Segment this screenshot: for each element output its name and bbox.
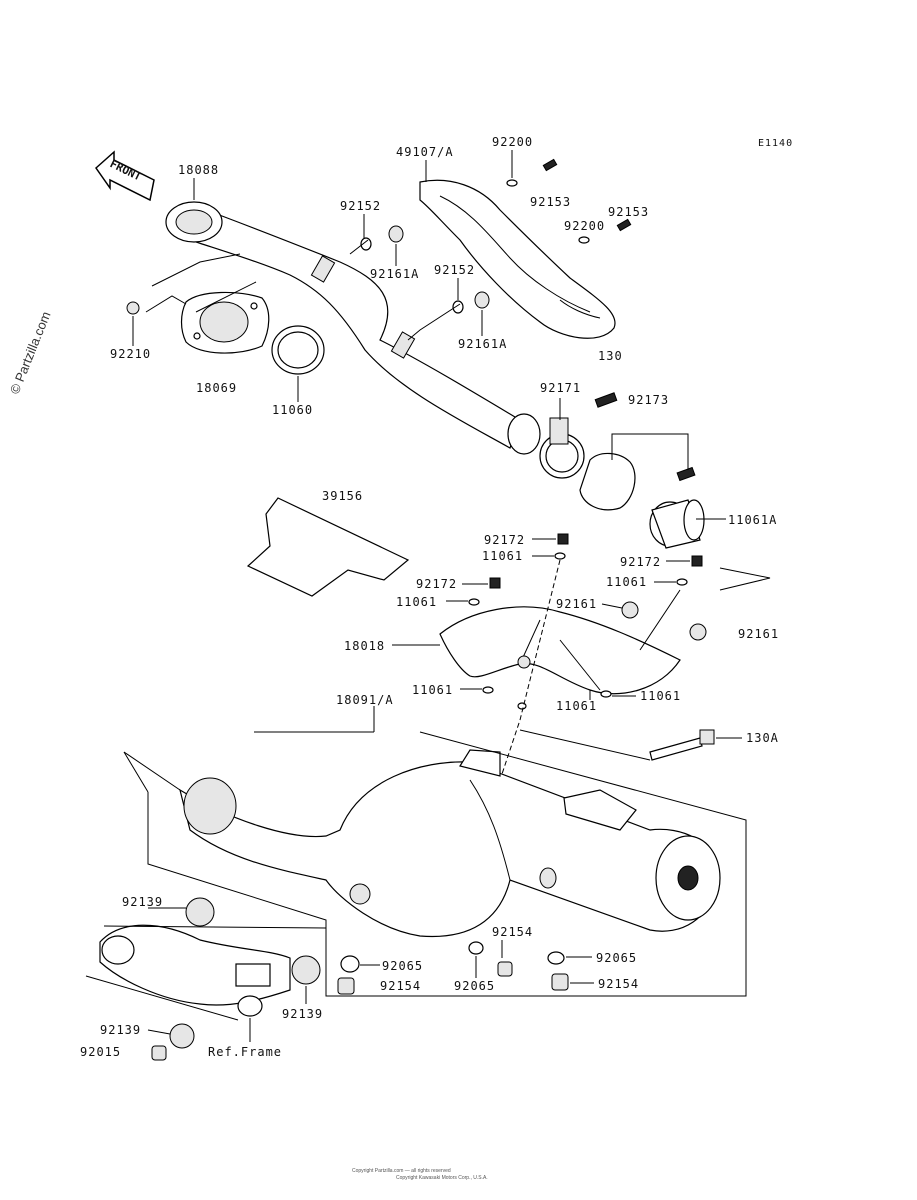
nuts-92154 — [337, 961, 569, 995]
label-92154-c: 92154 — [598, 977, 639, 991]
label-92152-b: 92152 — [434, 263, 475, 277]
label-92171: 92171 — [540, 381, 581, 395]
label-92065-b: 92065 — [454, 979, 495, 993]
bolt-92153-a — [506, 158, 558, 187]
bolt-92153-b — [578, 218, 632, 244]
label-92065-a: 92065 — [382, 959, 423, 973]
front-arrow-icon: FRONT — [95, 150, 155, 202]
label-92200-a: 92200 — [492, 135, 533, 149]
label-92161-y: 92161 — [738, 627, 779, 641]
label-92172-c: 92172 — [416, 577, 457, 591]
label-92139-c: 92139 — [100, 1023, 141, 1037]
heat-cover-130 — [419, 179, 616, 339]
label-18091a: 18091/A — [336, 693, 394, 707]
gasket-11060 — [271, 325, 325, 375]
bolt-92173 — [594, 392, 618, 408]
label-11060: 11060 — [272, 403, 313, 417]
label-11061-c: 11061 — [396, 595, 437, 609]
label-92172-a: 92172 — [484, 533, 525, 547]
label-18088: 18088 — [178, 163, 219, 177]
label-92161a-1: 92161A — [370, 267, 419, 281]
bolt-130a — [649, 729, 715, 761]
diagram-code: E1140 — [758, 138, 793, 149]
label-18069: 18069 — [196, 381, 237, 395]
label-130: 130 — [598, 349, 623, 363]
clamp-92171 — [539, 417, 585, 479]
label-11061-b: 11061 — [606, 575, 647, 589]
label-92153-b: 92153 — [608, 205, 649, 219]
footer-line-2: Copyright Kawasaki Motors Corp., U.S.A. — [396, 1175, 488, 1181]
label-39156: 39156 — [322, 489, 363, 503]
watermark: © Partzilla.com — [7, 309, 54, 396]
label-92161-x: 92161 — [556, 597, 597, 611]
collar-92152-a — [360, 225, 404, 251]
label-92161a-2: 92161A — [458, 337, 507, 351]
gasket-11061a — [649, 499, 705, 549]
heat-shield-18018 — [439, 601, 707, 695]
label-11061a: 11061A — [728, 513, 777, 527]
label-92172-b: 92172 — [620, 555, 661, 569]
label-11061-e: 11061 — [640, 689, 681, 703]
label-ref-frame: Ref.Frame — [208, 1045, 282, 1059]
label-92065-c: 92065 — [596, 951, 637, 965]
nut-92210 — [126, 301, 140, 315]
frame-bracket — [99, 924, 291, 1017]
label-92015: 92015 — [80, 1045, 121, 1059]
collar-92152-b — [452, 291, 490, 314]
grommets-92065 — [340, 941, 565, 973]
label-92152-a: 92152 — [340, 199, 381, 213]
label-11061-a: 11061 — [482, 549, 523, 563]
label-92154-a: 92154 — [380, 979, 421, 993]
muffler-18091a — [179, 749, 721, 938]
label-11061-f: 11061 — [556, 699, 597, 713]
label-92139-a: 92139 — [122, 895, 163, 909]
label-92139-b: 92139 — [282, 1007, 323, 1021]
label-92154-b: 92154 — [492, 925, 533, 939]
label-92173: 92173 — [628, 393, 669, 407]
label-49107a: 49107/A — [396, 145, 454, 159]
label-92200-b: 92200 — [564, 219, 605, 233]
nut-92015 — [151, 1045, 167, 1061]
leader-lines — [132, 150, 742, 1042]
dampers-92139 — [169, 897, 321, 1049]
bolts-92172 — [489, 533, 703, 589]
part-labels: 18088 49107/A 92200 92153 92200 92153 92… — [80, 135, 779, 1059]
label-11061-d: 11061 — [412, 683, 453, 697]
plate-39156 — [246, 497, 410, 597]
label-92153-a: 92153 — [530, 195, 571, 209]
footer-line-1: Copyright Partzilla.com — all rights res… — [352, 1168, 451, 1174]
label-92210: 92210 — [110, 347, 151, 361]
head-pipe-18088 — [165, 201, 541, 455]
label-18018: 18018 — [344, 639, 385, 653]
gasket-18069 — [180, 291, 270, 354]
clamp-band — [579, 452, 696, 511]
label-130a: 130A — [746, 731, 779, 745]
